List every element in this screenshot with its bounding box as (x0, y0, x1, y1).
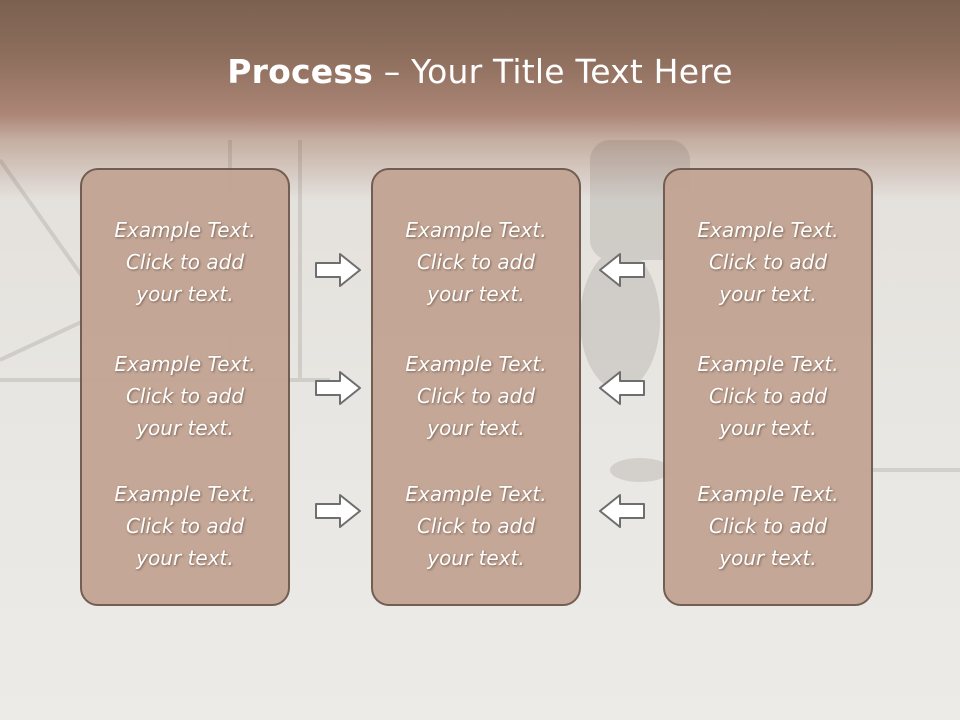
slide-title[interactable]: Process – Your Title Text Here (0, 52, 960, 91)
arrow-left-icon (599, 494, 645, 528)
text-line: your text. (136, 546, 234, 570)
text-line: Click to add (708, 384, 828, 408)
text-line: Example Text. (697, 352, 839, 376)
text-line: Example Text. (405, 352, 547, 376)
title-rest: – Your Title Text Here (373, 52, 733, 91)
text-line: Example Text. (405, 482, 547, 506)
text-placeholder[interactable]: Example Text. Click to add your text. (82, 214, 288, 310)
text-line: Click to add (416, 384, 536, 408)
text-line: your text. (136, 416, 234, 440)
text-placeholder[interactable]: Example Text. Click to add your text. (373, 214, 579, 310)
text-placeholder[interactable]: Example Text. Click to add your text. (665, 478, 871, 574)
text-line: Example Text. (114, 482, 256, 506)
process-panel-center[interactable]: Example Text. Click to add your text. Ex… (371, 168, 581, 606)
text-placeholder[interactable]: Example Text. Click to add your text. (82, 348, 288, 444)
text-line: Example Text. (697, 218, 839, 242)
text-line: Example Text. (405, 218, 547, 242)
text-line: Click to add (125, 514, 245, 538)
arrow-right-icon (315, 253, 361, 287)
process-panel-left[interactable]: Example Text. Click to add your text. Ex… (80, 168, 290, 606)
arrow-left-icon (599, 371, 645, 405)
text-line: your text. (719, 546, 817, 570)
text-line: your text. (427, 546, 525, 570)
text-line: your text. (719, 416, 817, 440)
text-line: Example Text. (114, 218, 256, 242)
arrow-right-icon (315, 371, 361, 405)
text-line: your text. (719, 282, 817, 306)
title-bold: Process (227, 52, 374, 91)
text-line: Click to add (708, 514, 828, 538)
text-line: Click to add (125, 250, 245, 274)
text-line: your text. (427, 416, 525, 440)
text-line: your text. (136, 282, 234, 306)
process-panel-right[interactable]: Example Text. Click to add your text. Ex… (663, 168, 873, 606)
text-line: your text. (427, 282, 525, 306)
arrow-right-icon (315, 494, 361, 528)
text-placeholder[interactable]: Example Text. Click to add your text. (373, 478, 579, 574)
text-placeholder[interactable]: Example Text. Click to add your text. (373, 348, 579, 444)
text-line: Click to add (416, 514, 536, 538)
text-placeholder[interactable]: Example Text. Click to add your text. (665, 348, 871, 444)
text-line: Example Text. (114, 352, 256, 376)
text-line: Click to add (708, 250, 828, 274)
text-line: Click to add (416, 250, 536, 274)
text-line: Click to add (125, 384, 245, 408)
text-placeholder[interactable]: Example Text. Click to add your text. (665, 214, 871, 310)
text-line: Example Text. (697, 482, 839, 506)
arrow-left-icon (599, 253, 645, 287)
text-placeholder[interactable]: Example Text. Click to add your text. (82, 478, 288, 574)
